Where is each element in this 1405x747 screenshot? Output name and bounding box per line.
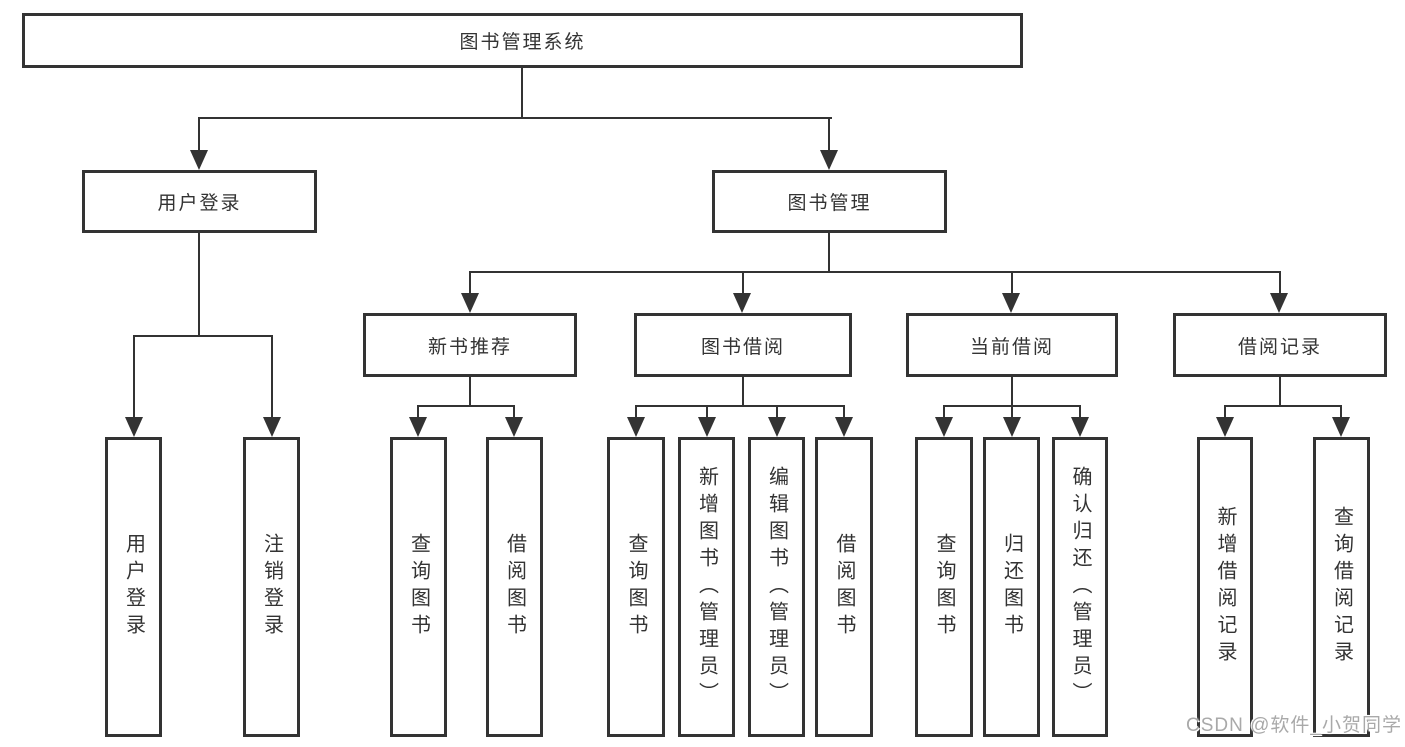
connector-drop-leaf xyxy=(1224,405,1226,419)
leaf-label: 查询借阅记录 xyxy=(1330,506,1353,668)
connector-new-book-stem xyxy=(469,377,471,406)
node-label: 图书管理 xyxy=(787,193,872,214)
connector-drop-book-borrow xyxy=(742,273,744,295)
node-user-login: 用户登录 xyxy=(82,170,317,233)
node-root: 图书管理系统 xyxy=(22,13,1023,68)
connector-book-borrow-stem xyxy=(742,377,744,406)
arrow-down-icon xyxy=(698,417,716,437)
leaf-label: 注销登录 xyxy=(260,533,283,641)
leaf-query-borrow-record: 查询借阅记录 xyxy=(1313,437,1370,737)
connector-drop-user-login xyxy=(198,119,200,152)
connector-current-borrow-stem xyxy=(1011,377,1013,406)
connector-user-login-stem xyxy=(198,233,200,336)
connector-drop-leaf xyxy=(417,405,419,419)
node-current-borrow: 当前借阅 xyxy=(906,313,1118,377)
connector-borrow-records-horizontal xyxy=(1224,405,1342,407)
connector-root-stem xyxy=(521,68,523,118)
connector-drop-leaf xyxy=(635,405,637,419)
connector-level1-horizontal xyxy=(198,117,832,119)
leaf-user-login: 用户登录 xyxy=(105,437,162,737)
leaf-logout: 注销登录 xyxy=(243,437,300,737)
node-label: 用户登录 xyxy=(157,193,242,214)
leaf-return-book: 归还图书 xyxy=(983,437,1040,737)
arrow-down-icon xyxy=(263,417,281,437)
connector-drop-leaf xyxy=(1011,405,1013,419)
node-label: 新书推荐 xyxy=(427,336,512,358)
leaf-label: 用户登录 xyxy=(122,533,145,641)
leaf-label: 归还图书 xyxy=(1000,533,1023,641)
csdn-watermark: CSDN @软件_小贺同学 xyxy=(1186,715,1402,736)
leaf-label: 借阅图书 xyxy=(833,533,855,641)
arrow-down-icon xyxy=(627,417,645,437)
connector-borrow-records-stem xyxy=(1279,377,1281,406)
arrow-down-icon xyxy=(768,417,786,437)
arrow-down-icon xyxy=(820,150,838,170)
arrow-down-icon xyxy=(733,293,751,313)
leaf-label: 查询图书 xyxy=(407,533,430,641)
leaf-label: 借阅图书 xyxy=(503,533,526,641)
connector-drop-leaf xyxy=(1340,405,1342,419)
connector-user-login-horizontal xyxy=(133,335,273,337)
leaf-borrow-books-borrow: 借阅图书 xyxy=(815,437,873,737)
node-label: 借阅记录 xyxy=(1237,336,1322,358)
arrow-down-icon xyxy=(125,417,143,437)
leaf-query-books-current: 查询图书 xyxy=(915,437,973,737)
arrow-down-icon xyxy=(1002,293,1020,313)
leaf-borrow-books-recommend: 借阅图书 xyxy=(486,437,543,737)
leaf-label: 查询图书 xyxy=(625,533,647,641)
leaf-edit-book-admin: 编辑图书（管理员） xyxy=(748,437,805,737)
connector-drop-current-borrow xyxy=(1011,273,1013,295)
connector-drop-leaf xyxy=(1079,405,1081,419)
leaf-query-books-recommend: 查询图书 xyxy=(390,437,447,737)
leaf-label: 查询图书 xyxy=(933,533,955,641)
leaf-confirm-return-admin: 确认归还（管理员） xyxy=(1052,437,1108,737)
arrow-down-icon xyxy=(1003,417,1021,437)
connector-drop-new-book xyxy=(469,273,471,295)
connector-book-borrow-horizontal xyxy=(635,405,845,407)
leaf-label: 确认归还（管理员） xyxy=(1069,465,1091,709)
arrow-down-icon xyxy=(935,417,953,437)
arrow-down-icon xyxy=(505,417,523,437)
node-book-borrow: 图书借阅 xyxy=(634,313,852,377)
node-book-management: 图书管理 xyxy=(712,170,947,233)
arrow-down-icon xyxy=(190,150,208,170)
leaf-label: 新增图书（管理员） xyxy=(695,465,718,709)
node-label: 当前借阅 xyxy=(969,336,1054,358)
leaf-label: 新增借阅记录 xyxy=(1214,506,1236,668)
connector-new-book-horizontal xyxy=(417,405,515,407)
arrow-down-icon xyxy=(409,417,427,437)
connector-level3-horizontal xyxy=(469,271,1281,273)
connector-book-management-stem xyxy=(828,233,830,273)
arrow-down-icon xyxy=(1332,417,1350,437)
leaf-add-borrow-record: 新增借阅记录 xyxy=(1197,437,1253,737)
connector-drop-leaf xyxy=(843,405,845,419)
connector-drop-leaf xyxy=(513,405,515,419)
arrow-down-icon xyxy=(1216,417,1234,437)
connector-drop-leaf xyxy=(776,405,778,419)
node-label: 图书管理系统 xyxy=(459,32,586,53)
arrow-down-icon xyxy=(1270,293,1288,313)
leaf-label: 编辑图书（管理员） xyxy=(765,465,788,709)
leaf-add-book-admin: 新增图书（管理员） xyxy=(678,437,735,737)
connector-drop-leaf-user-login xyxy=(133,337,135,418)
connector-drop-leaf xyxy=(706,405,708,419)
connector-drop-leaf xyxy=(943,405,945,419)
leaf-query-books-borrow: 查询图书 xyxy=(607,437,665,737)
connector-drop-book-management xyxy=(828,119,830,152)
arrow-down-icon xyxy=(461,293,479,313)
connector-drop-leaf-logout xyxy=(271,337,273,418)
connector-drop-borrow-records xyxy=(1279,273,1281,295)
arrow-down-icon xyxy=(1071,417,1089,437)
node-new-book-recommend: 新书推荐 xyxy=(363,313,577,377)
node-label: 图书借阅 xyxy=(700,336,785,358)
node-borrow-records: 借阅记录 xyxy=(1173,313,1387,377)
arrow-down-icon xyxy=(835,417,853,437)
